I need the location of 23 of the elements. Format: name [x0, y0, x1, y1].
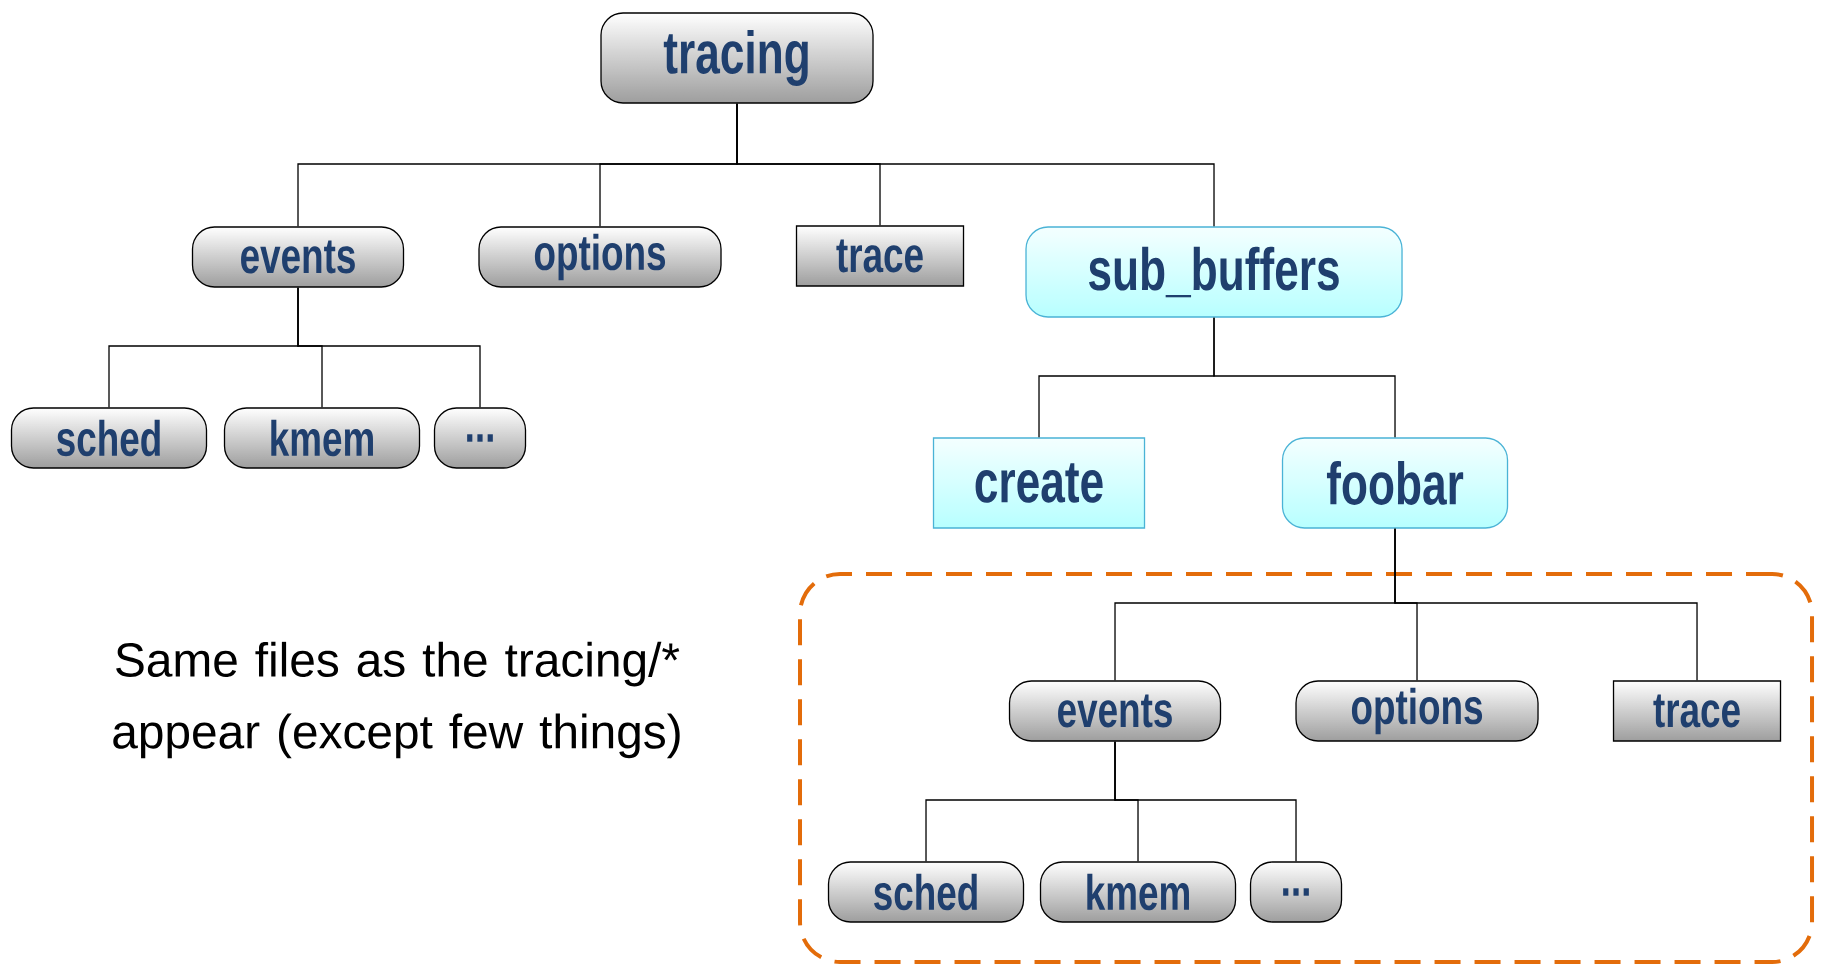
directory-box: options: [478, 226, 722, 288]
directory-box: foobar: [1281, 437, 1509, 529]
file-box: create: [932, 437, 1146, 529]
directory-box: options: [1295, 680, 1539, 742]
directory-box: kmem: [1039, 861, 1237, 923]
directory-box: sched: [10, 407, 208, 469]
tree-connector: [1394, 528, 1698, 681]
directory-box: kmem: [223, 407, 421, 469]
directory-box: tracing: [600, 12, 874, 104]
directory-box: ...: [433, 407, 527, 469]
directory-box: ...: [1249, 861, 1343, 923]
note-text: Same files as the tracing/* appear (except few things): [113, 641, 680, 759]
directory-box: events: [1008, 680, 1222, 742]
tree-connector: [736, 103, 1215, 227]
tree-connector: [1213, 317, 1396, 438]
tree-connector: [1114, 741, 1297, 862]
dashed-group-outline: [798, 572, 1815, 964]
directory-box: sched: [827, 861, 1025, 923]
directory-box: sub_buffers: [1025, 226, 1403, 318]
file-box: trace: [795, 225, 965, 287]
tree-connector: [297, 287, 481, 408]
file-box: trace: [1612, 680, 1782, 742]
directory-box: events: [191, 226, 405, 288]
